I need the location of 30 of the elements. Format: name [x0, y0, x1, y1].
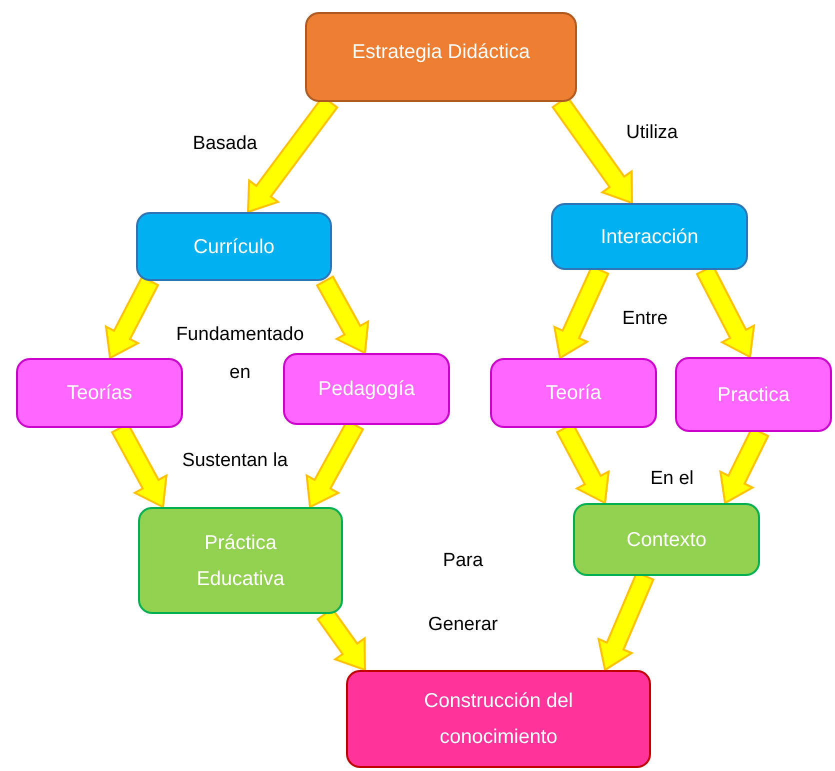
link-phrase: Generar — [427, 614, 499, 637]
concept-box — [136, 212, 332, 281]
concept-text: Practica — [717, 382, 790, 408]
link-phrase: Para — [442, 550, 484, 573]
concept-box — [283, 353, 450, 425]
link-phrase: Basada — [192, 133, 258, 156]
concept-text: Práctica Educativa — [196, 530, 286, 592]
concept-box — [346, 670, 651, 768]
concept-text: Teoría — [546, 381, 602, 406]
concept-box — [305, 12, 577, 102]
concept-text: Interacción — [600, 224, 698, 250]
link-phrase: Sustentan la — [181, 450, 289, 473]
concept-text: Construcción del conocimiento — [423, 689, 574, 750]
concept-box — [138, 507, 343, 614]
link-phrase: En el — [649, 468, 695, 491]
concept-text: Teorías — [66, 381, 132, 406]
concept-text: Currículo — [193, 234, 275, 260]
arrow — [316, 275, 370, 355]
concept-box — [675, 357, 832, 432]
concept-text: Estrategia Didáctica — [352, 40, 530, 65]
concept-box — [551, 203, 748, 270]
concept-box — [490, 358, 657, 428]
concept-text: Contexto — [626, 528, 707, 552]
link-phrase: Entre — [621, 308, 669, 331]
concept-box — [16, 358, 183, 428]
arrow — [104, 276, 160, 360]
concept-box — [573, 503, 760, 576]
link-phrase: Fundamentado en — [175, 323, 305, 385]
concept-text: Pedagogía — [318, 377, 415, 402]
link-phrase: Utiliza — [625, 122, 679, 145]
